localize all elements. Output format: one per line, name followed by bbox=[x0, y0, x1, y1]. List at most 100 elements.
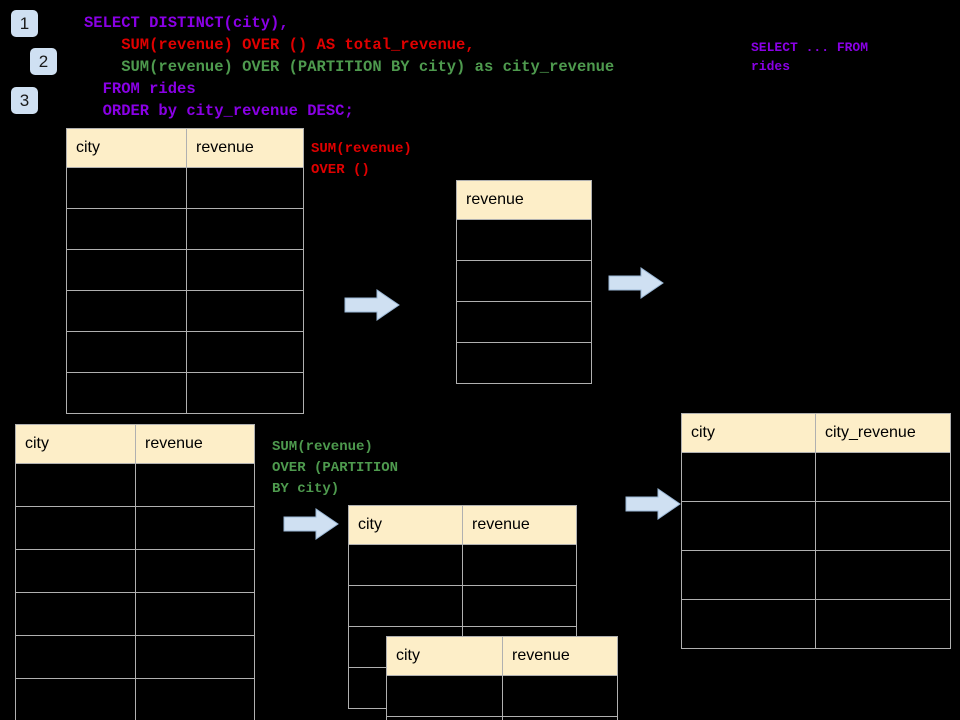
table-row bbox=[66, 249, 304, 291]
table-row bbox=[456, 342, 592, 384]
table-cell-revenue bbox=[135, 506, 255, 550]
column-header-city: city bbox=[681, 413, 816, 453]
step-badge-1: 1 bbox=[11, 10, 38, 37]
table-cell-city bbox=[15, 635, 136, 679]
table-cell-city bbox=[386, 716, 503, 720]
table-cell-city bbox=[15, 592, 136, 636]
table-cell-city bbox=[348, 585, 463, 627]
arrow-source-to-total bbox=[344, 288, 400, 322]
table-cell-city_revenue bbox=[815, 452, 951, 502]
table-cell-city bbox=[66, 208, 187, 250]
table-row bbox=[66, 372, 304, 414]
total-revenue-table: revenue bbox=[456, 180, 592, 384]
table-row bbox=[15, 549, 255, 593]
table-cell-revenue bbox=[462, 585, 577, 627]
table-cell-city bbox=[386, 675, 503, 717]
table-row bbox=[681, 452, 951, 502]
table-cell-revenue bbox=[186, 290, 304, 332]
column-header-revenue: revenue bbox=[186, 128, 304, 168]
table-row bbox=[66, 331, 304, 373]
arrow-source-to-partition bbox=[283, 507, 339, 541]
table-row bbox=[15, 506, 255, 550]
table-cell-city bbox=[681, 501, 816, 551]
table-row bbox=[681, 599, 951, 649]
table-row bbox=[681, 550, 951, 600]
sql-line-2: SUM(revenue) OVER () AS total_revenue, bbox=[84, 36, 475, 54]
table-cell-city bbox=[15, 463, 136, 507]
table-row bbox=[66, 290, 304, 332]
arrow-partition-to-result bbox=[625, 487, 681, 521]
sum-over-empty-label: SUM(revenue) OVER () bbox=[311, 141, 412, 178]
table-cell-revenue bbox=[186, 331, 304, 373]
table-cell-revenue bbox=[135, 635, 255, 679]
table-row bbox=[66, 167, 304, 209]
table-cell-revenue bbox=[186, 208, 304, 250]
column-header-revenue: revenue bbox=[456, 180, 592, 220]
table-row bbox=[456, 260, 592, 302]
step-badge-2: 2 bbox=[30, 48, 57, 75]
table-row bbox=[456, 301, 592, 343]
table-cell-city bbox=[66, 372, 187, 414]
table-row bbox=[681, 501, 951, 551]
table-cell-city bbox=[15, 678, 136, 720]
table-cell-revenue bbox=[456, 301, 592, 343]
table-cell-revenue bbox=[456, 219, 592, 261]
step-badge-3: 3 bbox=[11, 87, 38, 114]
sql-line-1: SELECT DISTINCT(city), bbox=[84, 14, 289, 32]
select-from-rides-label: SELECT ... FROM rides bbox=[751, 40, 869, 74]
table-row bbox=[15, 635, 255, 679]
table-cell-city bbox=[66, 249, 187, 291]
table-cell-revenue bbox=[186, 372, 304, 414]
table-row bbox=[386, 675, 618, 717]
table-cell-revenue bbox=[456, 260, 592, 302]
table-cell-revenue bbox=[135, 678, 255, 720]
table-cell-city_revenue bbox=[815, 599, 951, 649]
table-cell-revenue bbox=[135, 592, 255, 636]
column-header-city: city bbox=[348, 505, 463, 545]
table-row bbox=[66, 208, 304, 250]
column-header-revenue: revenue bbox=[502, 636, 618, 676]
table-row bbox=[456, 219, 592, 261]
table-row bbox=[348, 585, 577, 627]
table-cell-revenue bbox=[502, 716, 618, 720]
table-cell-revenue bbox=[502, 675, 618, 717]
column-header-revenue: revenue bbox=[135, 424, 255, 464]
column-header-city: city bbox=[66, 128, 187, 168]
table-cell-city bbox=[681, 599, 816, 649]
table-row bbox=[348, 544, 577, 586]
table-cell-city_revenue bbox=[815, 550, 951, 600]
arrow-total-to-result bbox=[608, 266, 664, 300]
sql-line-3: SUM(revenue) OVER (PARTITION BY city) as… bbox=[84, 58, 615, 76]
column-header-city: city bbox=[15, 424, 136, 464]
table-cell-revenue bbox=[186, 167, 304, 209]
table-row bbox=[15, 463, 255, 507]
column-header-city_revenue: city_revenue bbox=[815, 413, 951, 453]
table-cell-city bbox=[348, 544, 463, 586]
table-cell-city bbox=[15, 549, 136, 593]
table-header-row: revenue bbox=[456, 180, 592, 220]
table-cell-revenue bbox=[456, 342, 592, 384]
column-header-city: city bbox=[386, 636, 503, 676]
table-cell-revenue bbox=[462, 544, 577, 586]
table-cell-city_revenue bbox=[815, 501, 951, 551]
sql-line-5: ORDER by city_revenue DESC; bbox=[84, 102, 354, 120]
table-cell-city bbox=[681, 452, 816, 502]
table-cell-city bbox=[66, 290, 187, 332]
table-row bbox=[15, 592, 255, 636]
table-cell-revenue bbox=[186, 249, 304, 291]
table-cell-city bbox=[66, 331, 187, 373]
table-cell-revenue bbox=[135, 549, 255, 593]
table-row bbox=[15, 678, 255, 720]
sql-line-4: FROM rides bbox=[84, 80, 196, 98]
table-cell-revenue bbox=[135, 463, 255, 507]
sum-over-partition-label: SUM(revenue) OVER (PARTITION BY city) bbox=[272, 439, 399, 497]
